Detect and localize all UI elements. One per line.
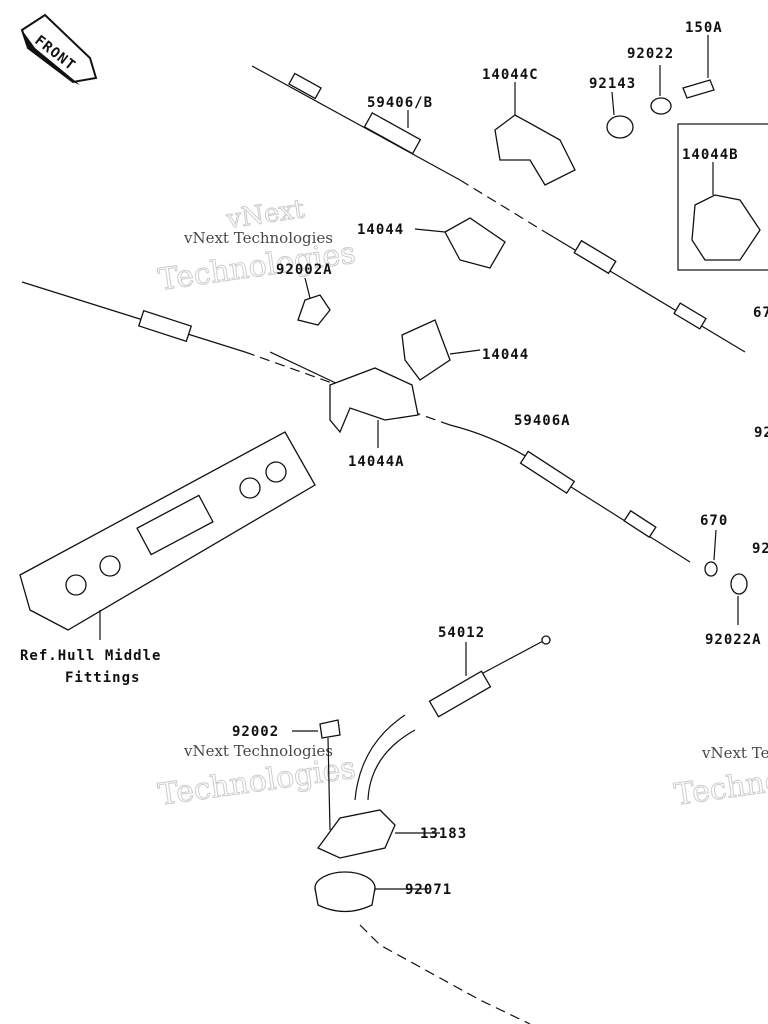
label-92071[interactable]: 92071 (405, 882, 452, 898)
label-59406a[interactable]: 59406A (514, 413, 571, 429)
label-92022a[interactable]: 92022A (705, 632, 762, 648)
choke-cable-54012 (354, 635, 551, 801)
label-670[interactable]: 670 (700, 513, 728, 529)
watermark-text: vNext Technologies (183, 742, 333, 760)
inset-box-14044b (677, 123, 768, 271)
washer-92022 (650, 97, 672, 115)
front-arrow-logo: FRONT (20, 13, 98, 85)
label-14044c[interactable]: 14044C (482, 67, 539, 83)
watermark-text: vNext Technologies (701, 744, 768, 762)
spacer-92143 (606, 115, 634, 139)
label-54012[interactable]: 54012 (438, 625, 485, 641)
clamp-14044c (494, 114, 576, 186)
clamp-14044-top (444, 217, 506, 269)
label-92-partial[interactable]: 92 (754, 425, 768, 441)
label-67-partial[interactable]: 67 (753, 305, 768, 321)
label-150A[interactable]: 150A (685, 20, 723, 36)
bolt-92002a (297, 294, 331, 326)
label-92022[interactable]: 92022 (627, 46, 674, 62)
label-59406b[interactable]: 59406/B (367, 95, 433, 111)
bolt-150A (682, 79, 715, 99)
cable-59406a (21, 281, 691, 563)
label-92143[interactable]: 92143 (589, 76, 636, 92)
label-92002a[interactable]: 92002A (276, 262, 333, 278)
bracket-14044a (329, 367, 419, 434)
o-ring-670 (704, 561, 718, 577)
plate-13183 (317, 809, 396, 859)
label-14044a[interactable]: 14044A (348, 454, 405, 470)
ref-hull-label: Fittings (65, 670, 140, 686)
watermark-text: vNext Technologies (183, 229, 333, 247)
label-13183[interactable]: 13183 (420, 826, 467, 842)
label-14044b[interactable]: 14044B (682, 147, 739, 163)
cable-59406b (251, 65, 746, 353)
label-92-partial[interactable]: 92 (752, 541, 768, 557)
label-14044-mid[interactable]: 14044 (482, 347, 529, 363)
part-labels: 150A 92022 92143 14044C 59406/B 14044B 1… (20, 20, 768, 898)
bolt-92002 (319, 719, 341, 739)
ref-hull-label: Ref.Hull Middle (20, 648, 161, 664)
clamp-14044b (691, 194, 761, 261)
clamp-14044-mid (401, 319, 451, 381)
washer-92022a (730, 573, 748, 595)
label-14044-top[interactable]: 14044 (357, 222, 404, 238)
label-92002[interactable]: 92002 (232, 724, 279, 740)
